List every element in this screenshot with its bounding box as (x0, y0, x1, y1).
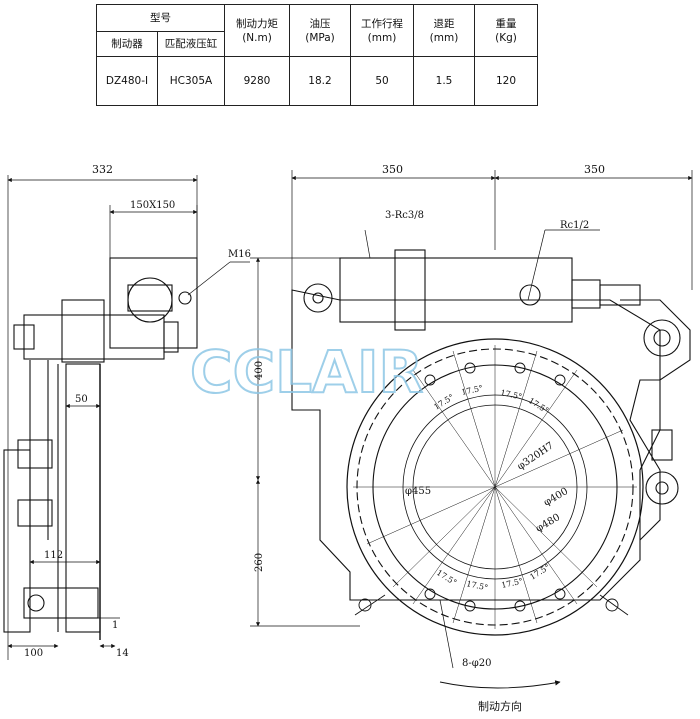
angle-label: 17.5° (435, 568, 458, 587)
dim-400: 400 (254, 361, 265, 380)
dim-phi320: φ320H7 (516, 440, 556, 472)
dim-14: 14 (116, 648, 129, 659)
dim-332: 332 (92, 163, 113, 176)
dim-1: 1 (112, 620, 118, 631)
cell-stroke: 50 (350, 56, 414, 106)
cell-weight: 120 (474, 56, 538, 106)
spec-table: 型号 制动力矩 (N.m) 油压 (MPa) 工作行程 (mm) 退距 (mm)… (96, 4, 538, 106)
header-weight: 重量 (Kg) (474, 4, 538, 57)
cell-cylinder: HC305A (157, 56, 225, 106)
dim-3-rc3-8: 3-Rc3/8 (385, 210, 424, 221)
header-model: 型号 (96, 4, 225, 32)
dim-m16: M16 (228, 249, 251, 260)
dim-8-phi20: 8-φ20 (462, 658, 491, 669)
header-oil-pressure: 油压 (MPa) (289, 4, 351, 57)
dim-150x150: 150X150 (130, 200, 175, 211)
dim-260: 260 (254, 553, 265, 572)
cell-retreat: 1.5 (413, 56, 475, 106)
header-retreat: 退距 (mm) (413, 4, 475, 57)
cell-torque: 9280 (224, 56, 290, 106)
front-view (250, 170, 693, 689)
watermark: CCLAIR (190, 338, 423, 406)
header-cylinder: 匹配液压缸 (157, 31, 225, 57)
angle-label: 17.5° (528, 563, 551, 582)
dim-phi400: φ400 (542, 486, 570, 509)
angle-label: 17.5° (432, 393, 455, 412)
dim-50: 50 (75, 394, 88, 405)
side-view (3, 175, 250, 660)
angle-label: 17.5° (501, 577, 524, 590)
angle-label: 17.5° (466, 579, 489, 592)
angle-label: 17.5° (527, 396, 550, 415)
cell-oil-pressure: 18.2 (289, 56, 351, 106)
angle-label: 17.5° (461, 384, 484, 397)
dim-phi480: φ480 (534, 512, 562, 535)
angle-label: 17.5° (500, 388, 523, 401)
dim-350-right: 350 (584, 163, 605, 176)
header-torque: 制动力矩 (N.m) (224, 4, 290, 57)
dim-100: 100 (24, 648, 43, 659)
dim-rc1-2: Rc1/2 (560, 220, 589, 231)
dim-350-left: 350 (382, 163, 403, 176)
dim-phi455: φ455 (405, 486, 431, 497)
dim-112: 112 (44, 550, 63, 561)
brake-direction-label: 制动方向 (478, 699, 522, 713)
cell-brake: DZ480-Ⅰ (96, 56, 158, 106)
